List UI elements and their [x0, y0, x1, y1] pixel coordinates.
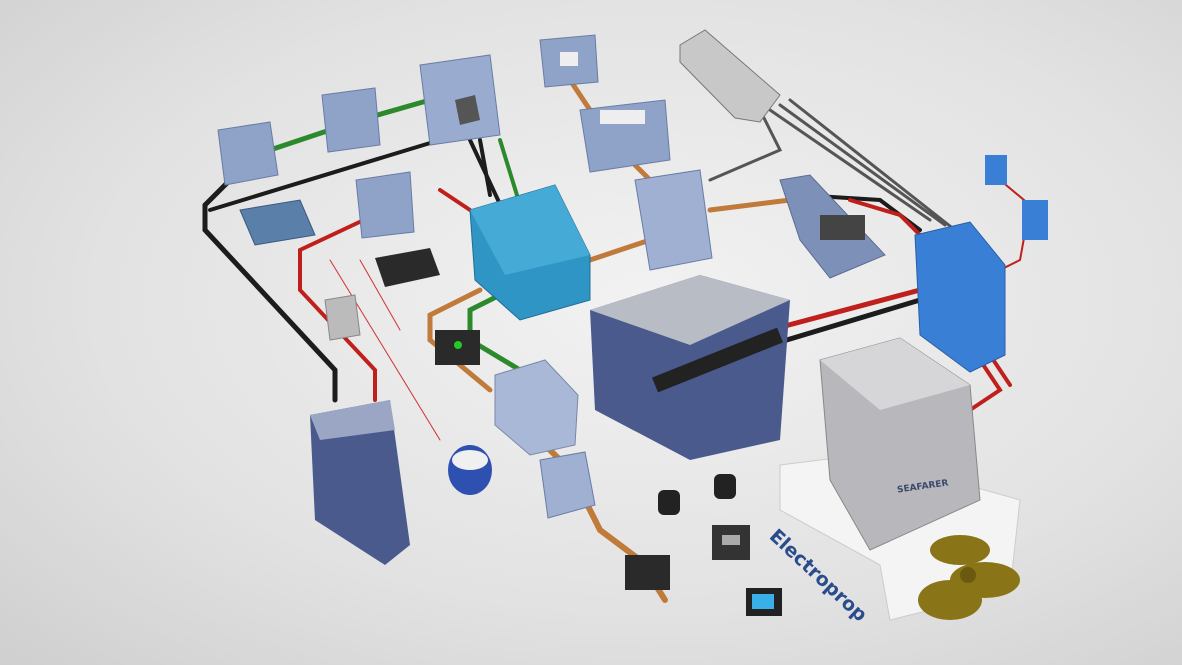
- electric-motor: [819, 337, 981, 551]
- enclosure-small-2: [321, 87, 381, 153]
- black-wire: [202, 167, 338, 403]
- outlet-2: [579, 99, 671, 173]
- red-wire: [848, 198, 927, 242]
- bilge-sensor: [448, 445, 492, 495]
- enclosure-large: [419, 54, 501, 146]
- battery-charger: [469, 184, 591, 321]
- throttle-1: [658, 490, 680, 515]
- switch-1: [435, 330, 480, 365]
- relay-1: [985, 155, 1007, 185]
- enclosure-mid: [634, 169, 713, 271]
- red-wire: [767, 287, 923, 333]
- fuse-block: [324, 294, 361, 341]
- red-wire: [438, 188, 472, 212]
- grey-cable: [708, 98, 957, 232]
- red-wire: [298, 208, 387, 402]
- junction-box: [914, 221, 1006, 373]
- propeller: [918, 535, 1020, 620]
- throttle-2: [714, 474, 736, 499]
- light-fixture: [679, 29, 781, 123]
- controller-module: [239, 199, 316, 246]
- isolation-transformer: [494, 359, 579, 456]
- enclosure-bottom: [539, 451, 596, 519]
- monitor-display: [746, 588, 782, 616]
- black-wire: [208, 138, 442, 212]
- enclosure-small-3: [355, 171, 415, 239]
- black-wire: [767, 297, 923, 348]
- switch-2: [625, 555, 670, 590]
- house-battery: [310, 400, 410, 565]
- relay-2: [1022, 200, 1048, 240]
- battery-cable-bundle: [652, 327, 783, 393]
- shunt-bracket: [779, 174, 886, 279]
- green-wire: [467, 287, 523, 373]
- enclosure-small-1: [217, 121, 279, 186]
- outlet-1: [539, 34, 599, 88]
- green-wire: [498, 138, 522, 207]
- display-panel: [375, 248, 440, 287]
- thin-red-wire: [329, 259, 441, 441]
- gauge-display: [712, 525, 750, 560]
